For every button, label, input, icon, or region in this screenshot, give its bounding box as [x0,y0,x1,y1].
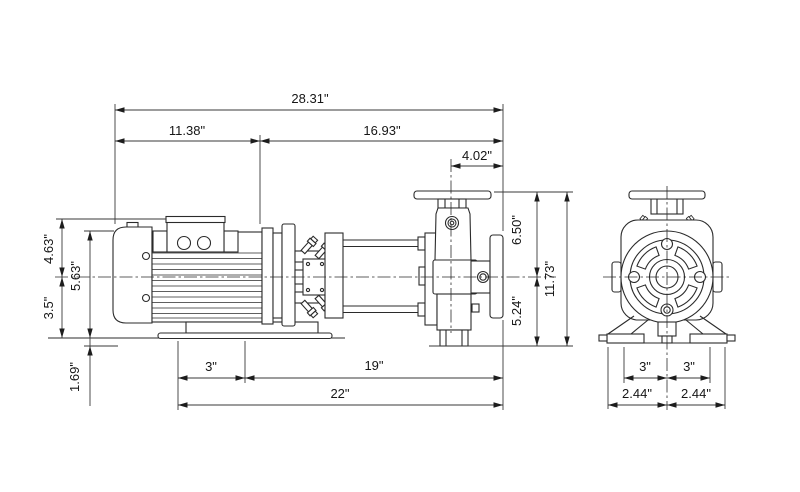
side-view-dimensions: 28.31" 11.38" 16.93" 4.02" 4.63" 5.63" 3… [41,91,573,410]
motor-spacer [272,232,283,319]
gusset-right [685,315,727,335]
dim-motor-height: 5.63" [68,261,83,291]
foot-tab-right [726,334,736,342]
base-plate-lower [157,332,333,340]
stack-end-plate-left [324,232,344,319]
dim-end-base-left: 2.44" [622,386,652,401]
flange-neck-end-lines [656,199,678,214]
gusset-left [607,315,649,335]
foot-pad-right [689,333,728,344]
dim-centerline-height: 3.5" [41,296,56,319]
cooling-slot [674,284,698,308]
dim-port-offset: 4.02" [462,148,492,163]
dim-pump-section: 16.93" [363,123,401,138]
base-plate-upper [185,321,319,334]
drain-plug [471,303,480,313]
end-extension-lines [607,347,726,409]
dim-flange-to-centerline: 6.50" [509,215,524,245]
dim-box-to-centerline: 4.63" [41,234,56,264]
dim-centerline-to-foot: 5.24" [509,296,524,326]
coupling-bolt-dot [305,261,311,267]
side-view [48,159,556,347]
end-view-dimensions: 3" 3" 2.44" 2.44" [607,347,726,409]
dim-overall-base: 22" [330,386,349,401]
terminal-box [166,221,225,253]
flange-neck-lines [444,199,460,208]
coupling [261,223,333,327]
discharge-flange [413,190,492,200]
terminal-box-wing [223,230,239,253]
foot-tab-left [598,334,608,342]
suction-flange [489,234,504,319]
casing-lower [436,293,472,331]
dim-end-base-right: 2.44" [681,386,711,401]
dim-foot-to-flange: 19" [364,358,383,373]
terminal-box-lid [165,215,226,224]
motor-fins [152,252,262,319]
motor-end-plate [261,227,274,325]
tie-rods [343,239,418,314]
chamber-stack [324,232,438,326]
cooling-slot [636,284,660,308]
tie-rod-nut [417,236,426,251]
tie-rod-nut [417,302,426,317]
coupling-bolt-dot [319,287,325,293]
cable-gland [196,235,212,251]
motor [112,215,333,340]
dim-foot-spacing: 3" [205,359,217,374]
flange-neck [437,198,467,209]
cooling-slot [636,246,660,270]
cable-gland [176,235,192,251]
dim-total-height: 11.73" [542,261,557,298]
casing-upper [434,207,472,261]
dim-motor-section: 11.38" [169,123,206,138]
inlet-boss [418,266,426,286]
dim-end-foot-left: 3" [639,359,651,374]
pump-foot [439,329,469,347]
end-view [598,186,736,410]
coupling-bolt-dot [305,287,311,293]
cooling-slot [674,246,698,270]
coupling-bolt-dot [319,261,325,267]
dim-end-foot-right: 3" [683,359,695,374]
motor-flange-disc [281,223,296,327]
motor-bolt [141,251,151,261]
terminal-box-wing [152,230,168,253]
foot-pad-left [606,333,645,344]
dimension-lines [115,109,503,406]
dim-overall-length: 28.31" [291,91,329,106]
dim-base-height: 1.69" [67,362,82,392]
fan-cover [112,226,153,324]
motor-bolt [141,293,151,303]
pump-foot-lines [445,330,463,346]
